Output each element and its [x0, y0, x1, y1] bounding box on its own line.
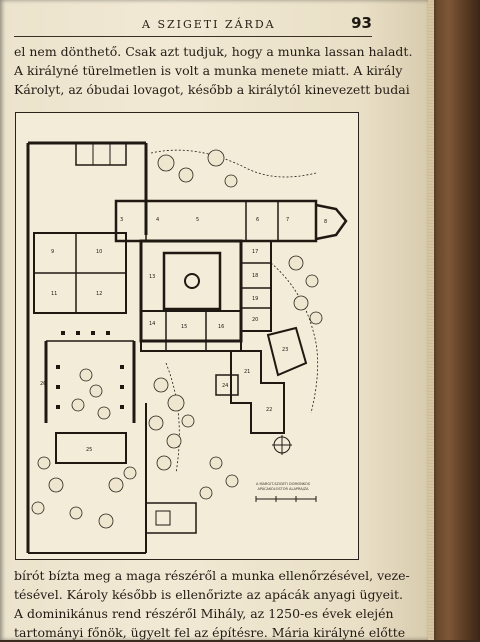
page-number: 93 [351, 14, 372, 32]
room-label: 19 [252, 296, 258, 302]
room-label: 23 [282, 347, 288, 353]
text-top: el nem dönthető. Csak azt tudjuk, hogy a… [14, 42, 413, 99]
room-label: 3 [120, 217, 123, 223]
floor-plan-drawing: 3 4 5 6 7 8 9 10 11 12 13 14 15 16 17 18… [26, 141, 348, 554]
room-label: 11 [51, 291, 57, 297]
room-label: 17 [252, 249, 258, 255]
text-line: A királyné türelmetlen is volt a munka m… [14, 63, 403, 78]
room-label: 5 [196, 217, 199, 223]
text-line: Károlyt, az óbudai lovagot, később a kir… [14, 82, 410, 97]
monastery-floor-plan: 3 4 5 6 7 8 9 10 11 12 13 14 15 16 17 18… [15, 112, 359, 560]
text-line: A dominikánus rend részéről Mihály, az 1… [14, 606, 394, 621]
page-edges [428, 0, 434, 640]
room-label: 4 [156, 217, 159, 223]
room-label: 25 [86, 447, 92, 453]
header-rule [14, 36, 372, 37]
text-bottom: bírót bízta meg a maga részéről a munka … [14, 566, 410, 642]
room-label: 18 [252, 273, 258, 279]
room-label: 14 [149, 321, 155, 327]
room-label: 13 [149, 274, 155, 280]
room-label: 6 [256, 217, 259, 223]
room-label: 9 [51, 249, 54, 255]
room-label: 7 [286, 217, 289, 223]
book-page: A SZIGETI ZÁRDA 93 el nem dönthető. Csak… [0, 0, 428, 640]
room-label: 22 [266, 407, 272, 413]
room-label: 21 [244, 369, 250, 375]
text-line: el nem dönthető. Csak azt tudjuk, hogy a… [14, 44, 413, 59]
room-label: 12 [96, 291, 102, 297]
room-label: 20 [252, 317, 258, 323]
room-label: 10 [96, 249, 102, 255]
text-line: tartományi főnök, ügyelt fel az építésre… [14, 625, 406, 640]
figure-caption: A MARGIT-SZIGETI DOMONKOS APÁCAKOLOSTOR … [256, 482, 310, 491]
room-label: 8 [324, 219, 327, 225]
room-labels: 3 4 5 6 7 8 9 10 11 12 13 14 15 16 17 18… [40, 217, 327, 453]
room-label: 16 [218, 324, 224, 330]
room-label: 26 [40, 381, 46, 387]
text-line: tésével. Károly később is ellenőrizte az… [14, 587, 403, 602]
room-label: 24 [222, 383, 228, 389]
text-line: bírót bízta meg a maga részéről a munka … [14, 568, 410, 583]
room-label: 15 [181, 324, 187, 330]
page-header: A SZIGETI ZÁRDA 93 [14, 14, 372, 36]
running-title: A SZIGETI ZÁRDA [142, 18, 276, 31]
book-spine [428, 0, 480, 640]
